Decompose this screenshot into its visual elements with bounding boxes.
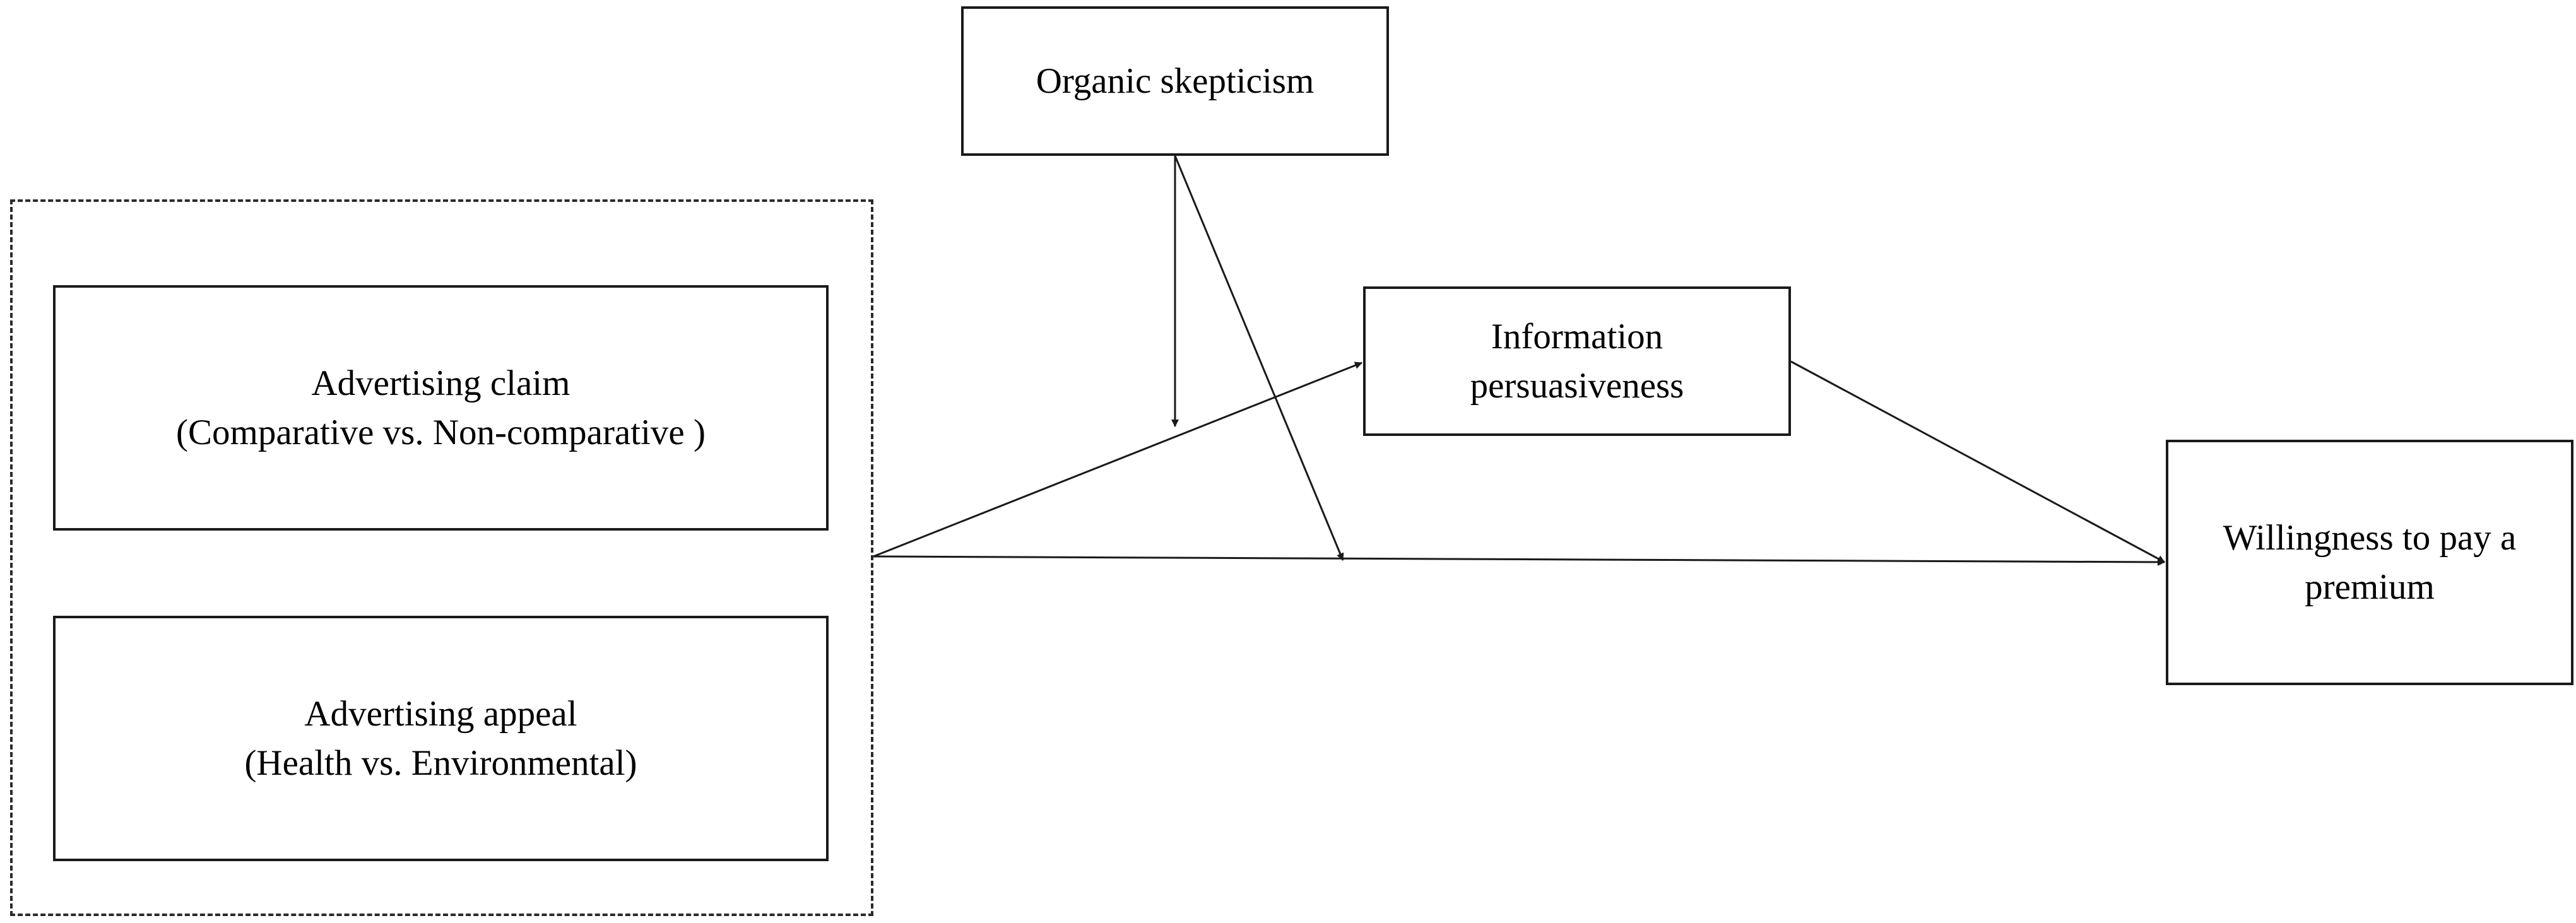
independent-variables-group bbox=[10, 199, 873, 916]
advertising-appeal-box: Advertising appeal (Health vs. Environme… bbox=[53, 616, 829, 861]
information-persuasiveness-line-1: Information bbox=[1491, 316, 1663, 356]
advertising-appeal-levels: (Health vs. Environmental) bbox=[244, 743, 637, 783]
advertising-claim-title: Advertising claim bbox=[311, 363, 570, 403]
arrow-moderator-to-direct-path bbox=[1174, 155, 1344, 561]
arrow-iv-to-mediator bbox=[873, 362, 1362, 558]
willingness-to-pay-line-1: Willingness to pay a bbox=[2223, 517, 2517, 558]
willingness-to-pay-line-2: premium bbox=[2305, 567, 2435, 607]
advertising-claim-box: Advertising claim (Comparative vs. Non-c… bbox=[53, 285, 829, 531]
arrow-iv-to-outcome bbox=[873, 555, 2165, 566]
information-persuasiveness-line-2: persuasiveness bbox=[1470, 365, 1684, 406]
organic-skepticism-box: Organic skepticism bbox=[961, 6, 1389, 156]
information-persuasiveness-box: Information persuasiveness bbox=[1363, 286, 1791, 436]
advertising-claim-levels: (Comparative vs. Non-comparative ) bbox=[176, 412, 706, 452]
organic-skepticism-label: Organic skepticism bbox=[1036, 61, 1315, 101]
advertising-appeal-title: Advertising appeal bbox=[304, 693, 577, 734]
willingness-to-pay-box: Willingness to pay a premium bbox=[2166, 440, 2573, 685]
arrow-mediator-to-outcome bbox=[1790, 360, 2165, 563]
